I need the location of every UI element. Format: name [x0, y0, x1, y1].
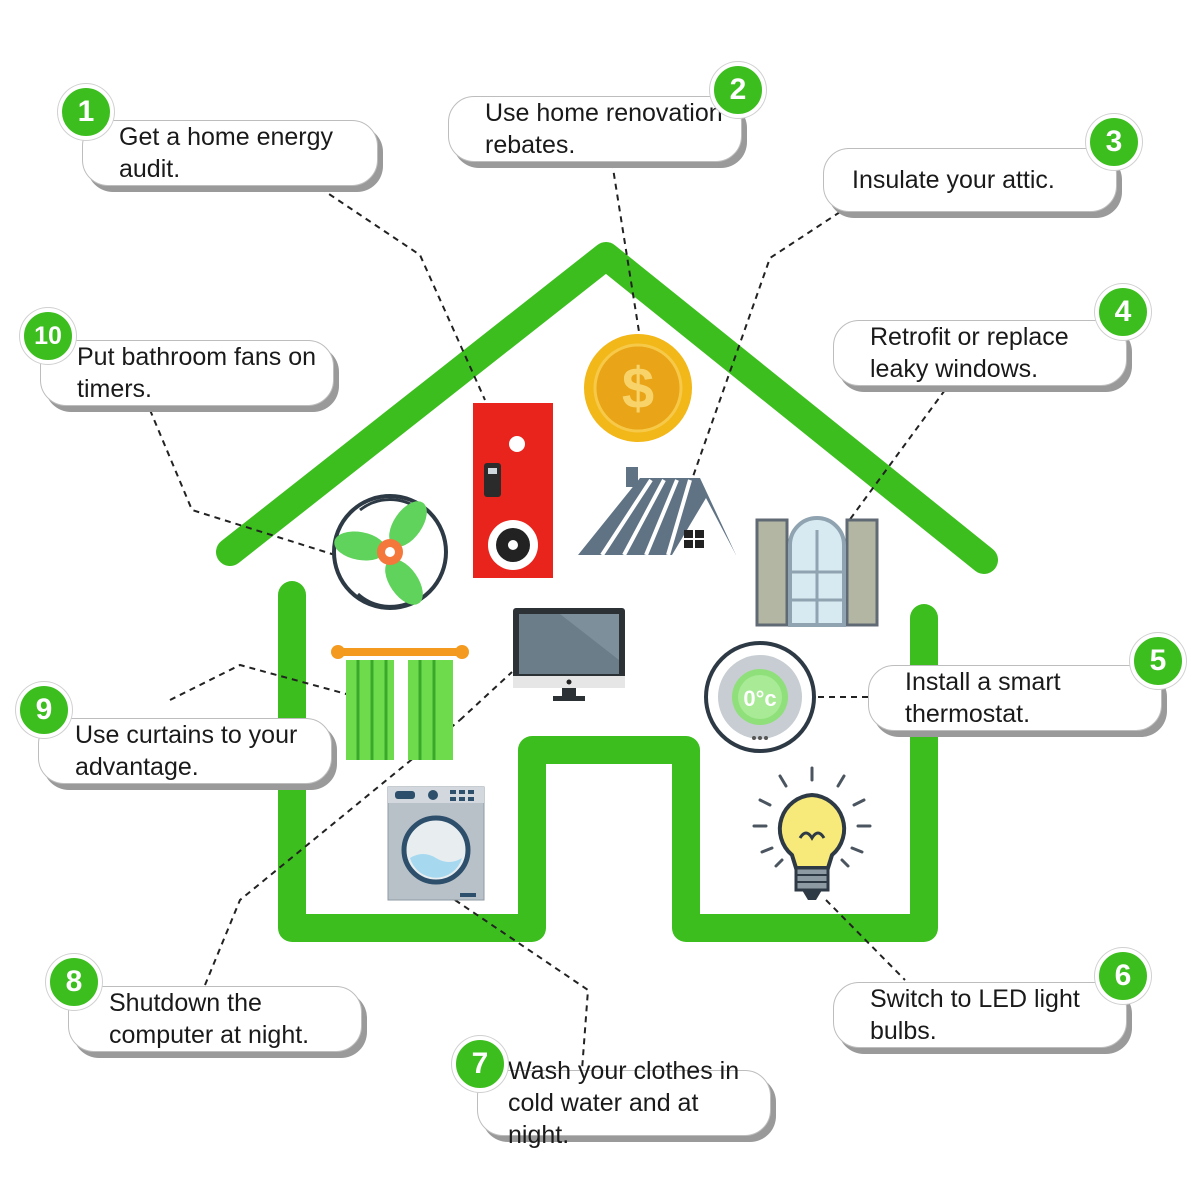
curtains-icon [331, 645, 469, 760]
attic-roof-icon [578, 467, 736, 557]
tip-10-text: Put bathroom fans on timers. [77, 343, 317, 403]
led-bulb-icon [752, 766, 872, 900]
tip-6-text: Switch to LED light bulbs. [870, 985, 1080, 1045]
window-icon [755, 516, 879, 627]
tip-3-callout: Insulate your attic. [823, 148, 1117, 212]
tip-1-callout: Get a home energy audit. [82, 120, 378, 186]
tip-2-text: Use home renovation rebates. [485, 99, 723, 159]
connector-4 [847, 389, 946, 523]
tip-9-text: Use curtains to your advantage. [75, 721, 298, 781]
tip-9-badge: 9 [16, 682, 72, 738]
connector-8b [459, 671, 513, 721]
tip-3-text: Insulate your attic. [852, 166, 1055, 194]
tip-7-callout: Wash your clothes in cold water and at n… [477, 1057, 771, 1149]
tip-7-badge: 7 [452, 1036, 508, 1092]
tip-10-callout: Put bathroom fans on timers. [40, 340, 334, 406]
house-roof-line [216, 242, 998, 574]
tip-2-callout: Use home renovation rebates. [448, 96, 742, 162]
connector-3 [689, 211, 841, 486]
tip-8-callout: Shutdown the computer at night. [68, 986, 362, 1052]
tip-10-badge: 10 [20, 308, 76, 364]
smart-thermostat-icon: 0°c [704, 641, 816, 753]
tip-8-text: Shutdown the computer at night. [109, 989, 310, 1049]
energy-audit-device-icon [473, 403, 553, 578]
connector-lines [149, 161, 946, 1071]
tip-4-callout: Retrofit or replace leaky windows. [833, 320, 1127, 386]
house-walls-line [278, 581, 938, 942]
tip-2-badge: 2 [710, 62, 766, 118]
bathroom-fan-icon [332, 494, 448, 610]
tip-5-badge: 5 [1130, 633, 1186, 689]
tip-4-text: Retrofit or replace leaky windows. [870, 323, 1069, 383]
thermostat-display: 0°c [743, 686, 776, 711]
connector-8 [204, 719, 461, 986]
rebate-coin-icon: $ [584, 334, 692, 442]
connector-2 [611, 161, 641, 339]
tip-6-callout: Switch to LED light bulbs. [833, 982, 1127, 1048]
coin-symbol: $ [622, 356, 654, 421]
connector-6 [825, 899, 906, 981]
tip-7-text: Wash your clothes in cold water and at n… [508, 1057, 740, 1149]
connector-9 [169, 663, 351, 701]
tip-5-text: Install a smart thermostat. [905, 668, 1061, 728]
connector-7 [454, 899, 590, 1071]
washing-machine-icon [387, 786, 485, 901]
tip-3-badge: 3 [1086, 114, 1142, 170]
tip-4-badge: 4 [1095, 284, 1151, 340]
connector-10 [149, 409, 336, 556]
tip-1-badge: 1 [58, 84, 114, 140]
house-outline [216, 242, 998, 942]
tip-5-callout: Install a smart thermostat. [868, 665, 1162, 731]
tip-8-badge: 8 [46, 954, 102, 1010]
tip-9-callout: Use curtains to your advantage. [38, 718, 332, 784]
tip-1-text: Get a home energy audit. [119, 123, 334, 183]
tip-6-badge: 6 [1095, 948, 1151, 1004]
computer-icon [513, 608, 625, 701]
